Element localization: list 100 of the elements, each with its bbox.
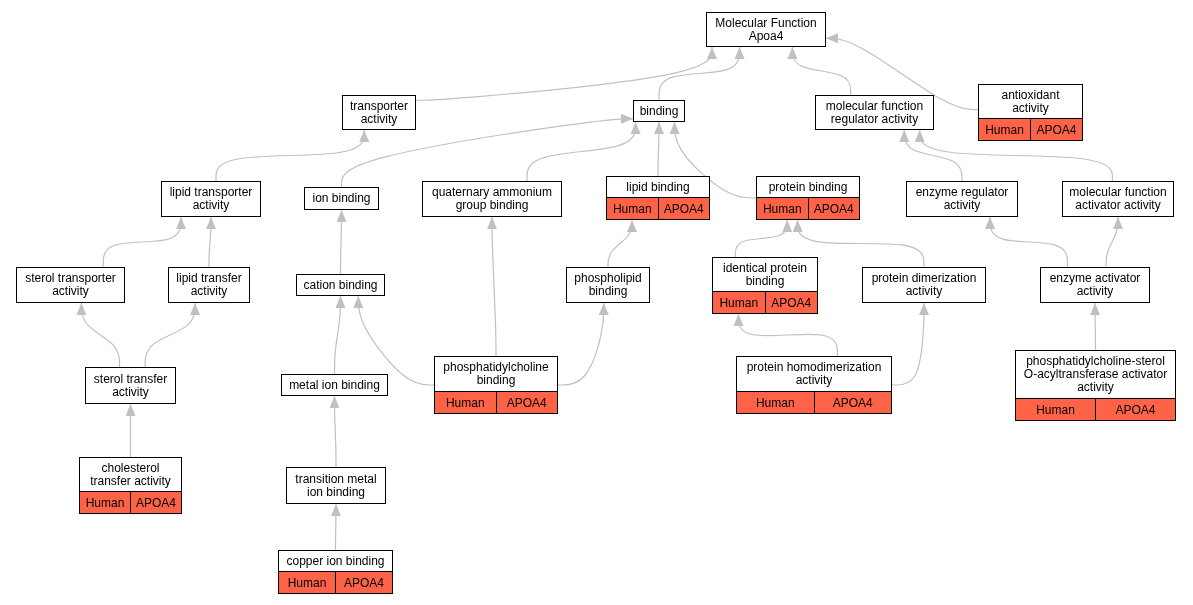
organism-label: Human [1036,402,1075,417]
term-box [633,100,685,122]
arrow [1105,216,1123,268]
term-box [79,457,182,514]
arrow [658,46,745,101]
term-label: quaternary ammonium group binding [430,186,554,212]
term-box [906,181,1018,217]
term-box [422,181,562,217]
term-box [712,257,818,314]
arrow [607,219,637,268]
organism-label: Human [985,122,1024,137]
term-label: metal ion binding [289,378,380,392]
term-box [286,467,386,504]
arrow [1090,302,1100,351]
gene-label: APOA4 [813,201,854,216]
term-label: phospholipid binding [573,272,643,298]
term-label: phosphatidylcholine-sterol O-acyltransferase activator activity [1022,355,1169,394]
term-label: protein homodimerization activity [745,361,883,387]
term-label: binding [639,104,679,118]
gene-label: APOA4 [1036,122,1077,137]
term-box [736,356,892,414]
arrow [333,295,346,375]
term-label: lipid transporter activity [168,186,254,212]
arrow [336,209,347,275]
arrow [353,295,435,386]
term-box [566,267,650,303]
organism-label: Human [85,495,125,510]
organism-label: Human [762,201,802,216]
arrow [733,313,838,357]
term-label: antioxidant activity [1000,88,1061,115]
term-label: sterol transporter activity [24,272,117,298]
organism-label: Human [287,575,327,590]
organism-label: Human [719,295,759,310]
term-box [706,12,826,47]
term-box [815,95,934,130]
term-box [16,267,125,303]
arrow [487,216,497,357]
term-label: ion binding [312,192,371,205]
term-box [434,356,558,414]
term-label: molecular function regulator activity [824,99,925,126]
arrow [825,33,979,111]
term-box [161,181,261,217]
term-box [342,95,416,130]
gene-label: APOA4 [136,495,176,510]
term-label: copper ion binding [286,554,385,568]
arrow [102,216,186,268]
arrow [899,129,963,182]
arrow [331,503,341,551]
arrow [792,219,925,268]
term-box [304,187,379,210]
arrow [557,302,609,386]
organism-label: Human [755,395,795,410]
arrow [329,395,340,468]
gene-label: APOA4 [771,295,812,310]
term-box [278,550,393,594]
arrow [669,121,757,199]
term-label: cation binding [303,278,378,292]
term-box [85,367,176,404]
gene-label: APOA4 [506,395,547,410]
arrow [144,302,201,368]
term-label: molecular function activator activity [1068,186,1168,212]
term-label: enzyme regulator activity [914,186,1010,212]
term-label: Molecular Function Apoa4 [714,16,818,43]
term-box [862,267,986,303]
term-box [1062,181,1174,217]
term-box [1040,267,1150,303]
term-box [1015,350,1176,421]
term-label: phosphatidylcholine binding [442,361,550,387]
arrow [914,129,1113,182]
term-label: protein binding [768,180,848,194]
term-label: protein dimerization activity [870,272,978,298]
arrow [787,46,852,96]
term-label: lipid binding [626,180,690,194]
arrow [891,302,929,386]
term-label: identical protein binding [721,261,809,288]
term-label: lipid transfer activity [175,272,243,298]
arrow [526,121,641,182]
arrow [215,129,370,182]
gene-label: APOA4 [663,201,704,216]
organism-label: Human [612,201,652,216]
term-label: transporter activity [349,99,409,126]
gene-label: APOA4 [1115,402,1156,417]
term-label: sterol transfer activity [92,372,169,399]
term-box [168,267,250,303]
arrow [125,403,136,458]
arrow [76,302,121,368]
arrow [340,113,634,188]
arrow [734,219,793,258]
term-label: enzyme activator activity [1048,272,1142,298]
term-label: transition metal ion binding [294,472,378,499]
arrow [985,216,1069,268]
organism-label: Human [445,395,485,410]
term-box [281,374,388,396]
term-box [606,176,710,220]
gene-label: APOA4 [832,395,873,410]
arrow [654,121,664,177]
term-box [756,176,860,220]
arrow [206,216,216,268]
arrow [415,46,717,101]
term-box [296,274,385,296]
